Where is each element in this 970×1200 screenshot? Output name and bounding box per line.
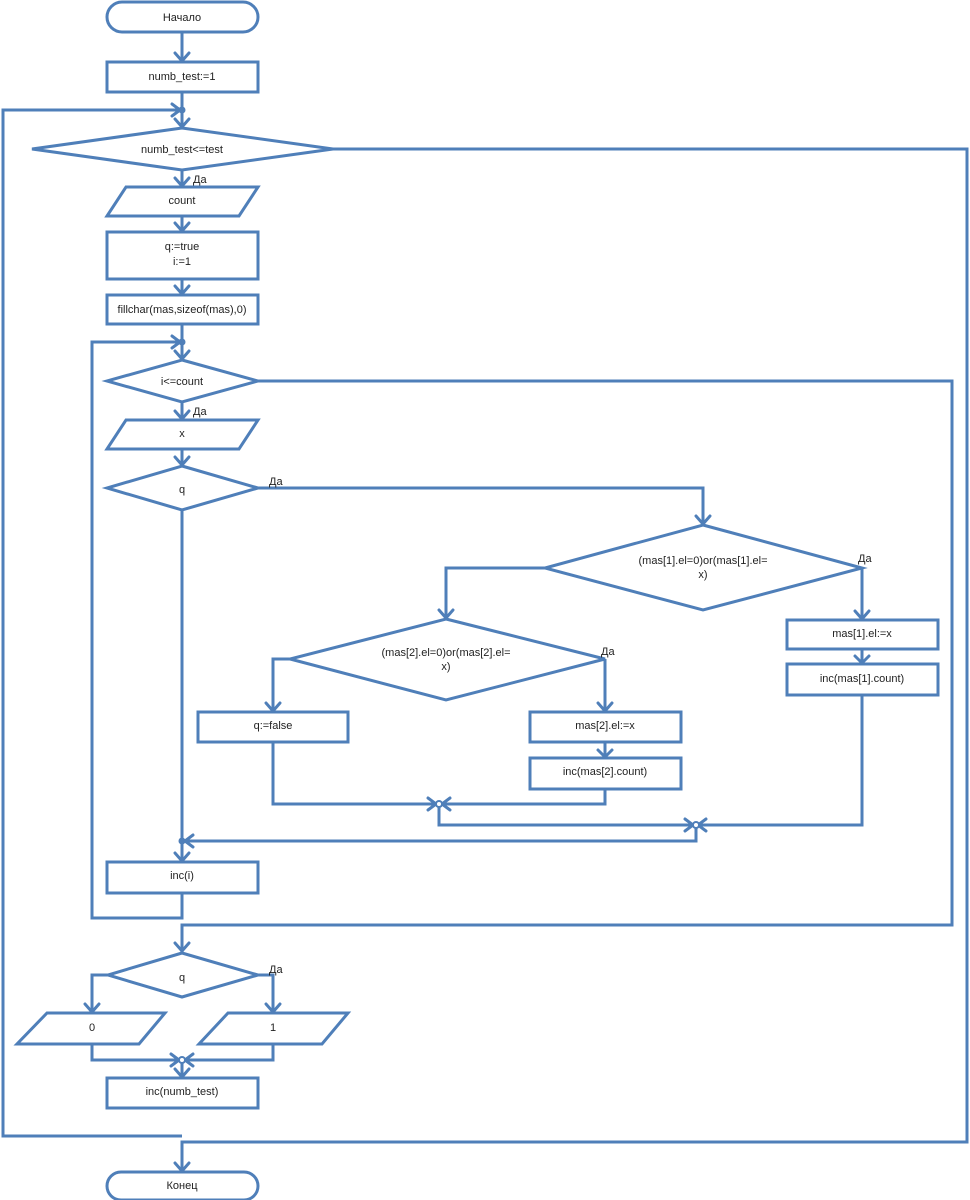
yes-label: Да [193,174,207,186]
node-label: fillchar(mas,sizeof(mas),0) [118,304,247,316]
connector [271,657,290,712]
node-cond-mas2: (mas[2].el=0)or(mas[2].el= x) Да [284,617,615,702]
node-label: mas[2].el:=x [575,720,635,732]
connector-cond-i-exit [180,379,954,952]
node-label: numb_test<=test [141,144,223,156]
node-inc-numb: inc(numb_test) [105,1076,260,1110]
node-label: Конец [166,1180,198,1192]
junction [178,1056,186,1064]
node-label: inc(i) [170,870,194,882]
node-label-line: x) [698,569,707,581]
junction [178,338,186,346]
node-init-q-i: q:=true i:=1 [105,230,260,281]
junction [692,821,700,829]
node-label: inc(mas[1].count) [820,673,904,685]
connector [185,1044,275,1062]
connector [442,789,607,806]
node-inc-i: inc(i) [105,860,260,895]
node-set-mas1: mas[1].el:=x [785,618,940,651]
yes-label: Да [193,406,207,418]
node-label: Начало [163,12,201,24]
node-cond-mas1: (mas[1].el=0)or(mas[1].el= x) Да [539,523,872,612]
node-out-0: 0 [13,1011,169,1046]
connector-cond-end [180,147,969,1172]
node-label-line: (mas[2].el=0)or(mas[2].el= [382,647,511,659]
connector-outer-loop [1,108,182,1138]
node-start: Начало [105,0,260,34]
connector-q-yes [258,486,705,525]
connector [90,973,108,1013]
arrow-head [183,833,195,849]
node-label: mas[1].el:=x [832,628,892,640]
connector [90,1044,179,1062]
node-label: inc(numb_test) [146,1086,219,1098]
node-label: i<=count [161,376,203,388]
node-fillchar: fillchar(mas,sizeof(mas),0) [105,293,260,326]
junction [435,800,443,808]
node-label: q:=false [254,720,293,732]
connector-inner-loop [90,340,184,920]
node-set-false: q:=false [196,710,350,744]
node-label: numb_test:=1 [149,71,216,83]
node-out-1: 1 [195,1011,352,1046]
node-label-line: (mas[1].el=0)or(mas[1].el= [639,555,768,567]
node-input-x: x [104,418,261,451]
node-init-numb: numb_test:=1 [105,60,260,94]
connector [271,742,436,806]
node-input-count: count [104,185,261,218]
node-label-line: x) [441,661,450,673]
node-inc-mas1: inc(mas[1].count) [785,662,940,697]
node-inc-mas2: inc(mas[2].count) [528,756,683,791]
node-label-line: i:=1 [173,256,191,268]
node-cond-tests: numb_test<=test Да [31,126,334,186]
junction [178,106,186,114]
node-label-line: q:=true [165,241,200,253]
node-cond-q: q Да [101,464,283,512]
yes-label: Да [858,553,872,565]
node-cond-q-out: q Да [102,951,283,999]
node-label: count [169,195,196,207]
connector [444,566,545,619]
node-label: 0 [89,1022,95,1034]
node-label: q [179,972,185,984]
node-end: Конец [105,1170,260,1200]
node-cond-i: i<=count Да [101,358,264,418]
yes-label: Да [269,476,283,488]
node-set-mas2: mas[2].el:=x [528,710,683,744]
node-label: inc(mas[2].count) [563,766,647,778]
connector [185,828,698,843]
connector [698,695,864,827]
arrow-head [173,941,191,953]
node-label: x [179,428,185,440]
node-label: q [179,484,185,496]
node-label: 1 [270,1022,276,1034]
yes-label: Да [601,646,615,658]
yes-label: Да [269,964,283,976]
connector [437,807,693,827]
